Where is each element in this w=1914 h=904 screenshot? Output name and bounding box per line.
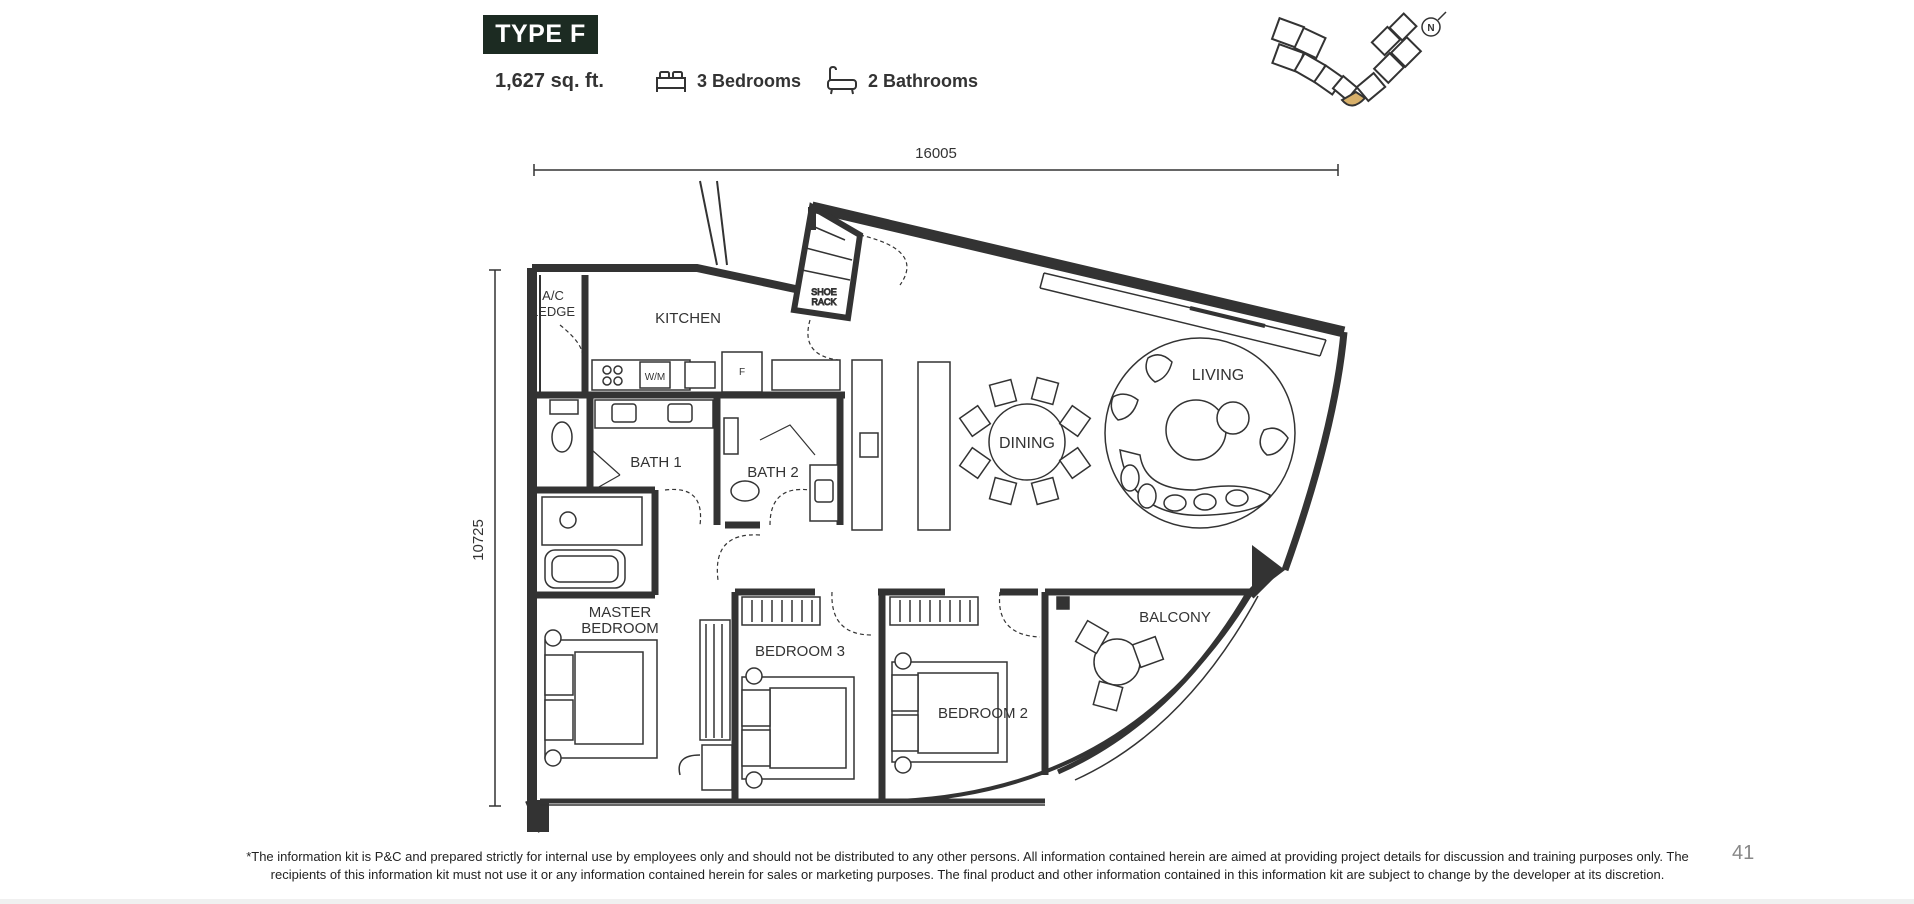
- bed-icon: [656, 71, 686, 92]
- kitchen-label: KITCHEN: [655, 310, 721, 327]
- svg-text:SHOE: SHOE: [811, 287, 837, 297]
- balcony-railing: [1056, 588, 1253, 775]
- dining-table: [958, 376, 1092, 506]
- interior-walls: [532, 275, 1250, 801]
- balcony-label: BALCONY: [1139, 609, 1211, 626]
- svg-text:N: N: [1427, 23, 1434, 34]
- north-icon: N: [1421, 11, 1447, 37]
- bathtub-icon: [827, 66, 857, 95]
- disclaimer: *The information kit is P&C and prepared…: [225, 848, 1710, 884]
- bedroom2-label: BEDROOM 2: [938, 705, 1028, 722]
- bath2-label: BATH 2: [747, 464, 798, 481]
- bath2-fixtures: [723, 417, 839, 522]
- bathrooms-spec: 2 Bathrooms: [826, 66, 978, 96]
- bath1-fixtures: [541, 399, 714, 589]
- key-plan: [1270, 12, 1423, 107]
- fridge-label: F: [739, 367, 745, 378]
- bath1-label: BATH 1: [630, 454, 681, 471]
- living-label: LIVING: [1192, 367, 1244, 384]
- bedroom3-label: BEDROOM 3: [755, 643, 845, 660]
- height-dimension: [489, 269, 501, 807]
- ac-ledge-label-1: A/C: [542, 288, 564, 303]
- master-bedroom-furniture: [544, 619, 733, 791]
- master-bedroom-label-1: MASTER: [589, 604, 652, 621]
- svg-text:RACK: RACK: [811, 297, 836, 307]
- master-bedroom-label-2: BEDROOM: [581, 620, 659, 637]
- bedrooms-spec: 3 Bedrooms: [655, 66, 801, 96]
- kitchen-counter: [591, 351, 951, 531]
- keyplan-highlight: [1340, 90, 1367, 107]
- living-furniture: [1039, 272, 1327, 529]
- unit-area: 1,627 sq. ft.: [495, 69, 604, 92]
- bathrooms-label: 2 Bathrooms: [868, 70, 979, 91]
- bedrooms-label: 3 Bedrooms: [697, 70, 802, 91]
- height-dim-label: 10725: [470, 519, 487, 561]
- width-dim-label: 16005: [915, 145, 957, 162]
- width-dimension: [533, 164, 1339, 176]
- washing-machine-label: W/M: [645, 372, 666, 383]
- balcony-furniture: [1056, 596, 1165, 712]
- shoe-rack: SHOE RACK: [790, 202, 864, 322]
- bedroom3-furniture: [741, 596, 855, 789]
- page-number: 41: [1732, 842, 1755, 864]
- ac-ledge-label-2: LEDGE: [531, 304, 575, 319]
- disclaimer-line-2: recipients of this information kit must …: [270, 867, 1665, 882]
- disclaimer-line-1: *The information kit is P&C and prepared…: [246, 849, 1689, 864]
- entry-door-swing: [859, 234, 908, 286]
- bottom-strip: [0, 899, 1914, 904]
- bedroom2-furniture: [889, 596, 1008, 774]
- unit-type-badge: TYPE F: [483, 15, 598, 54]
- dining-label: DINING: [999, 435, 1055, 452]
